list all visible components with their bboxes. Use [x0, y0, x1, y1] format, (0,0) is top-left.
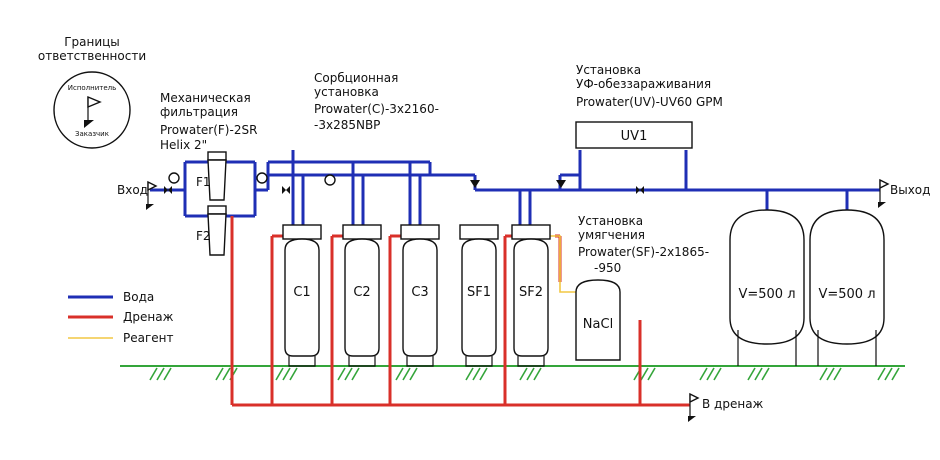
uv-unit-label: UV1	[621, 129, 648, 144]
storage-tank-2: V=500 л	[809, 209, 885, 366]
tank-nacl: NaCl	[575, 279, 621, 361]
uv-label: Установка УФ-обеззараживания Prowater(UV…	[576, 63, 723, 109]
ground-hatch	[640, 367, 649, 381]
line-legend: Вода Дренаж Реагент	[68, 290, 174, 345]
sorption-line2: установка	[314, 85, 379, 99]
softener-line3: Prowater(SF)-2x1865-	[578, 245, 709, 259]
ground-hatch	[402, 367, 411, 381]
legend-drain-label: Дренаж	[123, 310, 174, 324]
ground-hatch	[526, 367, 535, 381]
ground-hatch	[533, 367, 542, 381]
drain-outlet-marker: В дренаж	[688, 392, 764, 422]
tank-c3: C3	[400, 224, 440, 367]
mech-filter-line3: Prowater(F)-2SR	[160, 123, 257, 137]
ground-hatch	[395, 367, 404, 381]
mech-filter-label: Механическая фильтрация Prowater(F)-2SR …	[160, 91, 257, 152]
ground-hatch	[156, 367, 165, 381]
sf2-label: SF2	[519, 285, 543, 300]
reagent-line	[546, 235, 576, 293]
v1-label: V=500 л	[738, 287, 795, 302]
ground-hatch	[282, 367, 291, 381]
nacl-label: NaCl	[583, 317, 613, 332]
ground-hatch	[833, 367, 842, 381]
ground-hatch	[289, 367, 298, 381]
c3-label: C3	[411, 285, 428, 300]
sorption-line1: Сорбционная	[314, 71, 398, 85]
ground-hatch	[647, 367, 656, 381]
ground-hatch	[761, 367, 770, 381]
sorption-line3: Prowater(C)-3x2160-	[314, 102, 439, 116]
sorption-label: Сорбционная установка Prowater(C)-3x2160…	[314, 71, 439, 132]
ground-line	[120, 365, 905, 381]
uv-unit: UV1	[575, 121, 693, 149]
filter-f2: F2	[196, 205, 227, 256]
filter-f1: F1	[196, 151, 227, 201]
uv-line3: Prowater(UV)-UV60 GPM	[576, 95, 723, 109]
ground-hatch	[472, 367, 481, 381]
ground-hatch	[344, 367, 353, 381]
uv-line2: УФ-обеззараживания	[576, 77, 711, 91]
sorption-line4: -3x285NBP	[314, 118, 380, 132]
ground-hatch	[699, 367, 708, 381]
inlet-marker: Вход	[117, 180, 158, 210]
tank-c1: C1	[282, 224, 322, 367]
ground-hatch	[826, 367, 835, 381]
ground-hatch	[215, 367, 224, 381]
ground-hatch	[819, 367, 828, 381]
ground-hatch	[275, 367, 284, 381]
mech-filter-line2: фильтрация	[160, 105, 238, 119]
boundary-flag-icon	[84, 95, 102, 128]
ground-hatch	[706, 367, 715, 381]
uv-line1: Установка	[576, 63, 641, 77]
pressure-gauge-icon	[168, 172, 336, 186]
ground-hatch	[222, 367, 231, 381]
v2-label: V=500 л	[818, 287, 875, 302]
ground-hatch	[479, 367, 488, 381]
storage-tank-1: V=500 л	[729, 209, 805, 366]
mech-filter-line4: Helix 2"	[160, 138, 207, 152]
ground-hatch	[891, 367, 900, 381]
outlet-label: Выход	[890, 183, 930, 197]
boundary-top-label: Исполнитель	[68, 84, 117, 92]
c1-label: C1	[293, 285, 310, 300]
drain-label: В дренаж	[702, 397, 764, 411]
softener-line4: -950	[594, 261, 621, 275]
ground-hatch	[754, 367, 763, 381]
outlet-marker: Выход	[878, 178, 930, 208]
boundary-title-line2: ответственности	[38, 49, 146, 63]
f1-label: F1	[196, 175, 211, 189]
ground-hatch	[351, 367, 360, 381]
boundary-title-line1: Границы	[64, 35, 120, 49]
ground-hatch	[149, 367, 158, 381]
legend-reagent-label: Реагент	[123, 331, 174, 345]
softener-line2: умягчения	[578, 228, 645, 242]
softener-label: Установка умягчения Prowater(SF)-2x1865-…	[578, 214, 709, 275]
ground-hatch	[713, 367, 722, 381]
f2-label: F2	[196, 229, 211, 243]
tank-c2: C2	[342, 224, 382, 367]
ground-hatch	[877, 367, 886, 381]
responsibility-boundary-legend: Границы ответственности Исполнитель Зака…	[38, 35, 146, 149]
legend-water-label: Вода	[123, 290, 154, 304]
softener-line1: Установка	[578, 214, 643, 228]
mech-filter-line1: Механическая	[160, 91, 251, 105]
valve-icon	[164, 180, 644, 194]
ground-hatch	[163, 367, 172, 381]
c2-label: C2	[353, 285, 370, 300]
ground-hatch	[519, 367, 528, 381]
ground-hatch	[465, 367, 474, 381]
tank-sf1: SF1	[459, 224, 499, 367]
ground-hatch	[409, 367, 418, 381]
ground-hatch	[337, 367, 346, 381]
sf1-label: SF1	[467, 285, 491, 300]
boundary-bottom-label: Заказчик	[75, 130, 109, 138]
ground-hatch	[747, 367, 756, 381]
boundary-circle	[53, 71, 131, 149]
ground-hatch	[884, 367, 893, 381]
inlet-label: Вход	[117, 183, 148, 197]
tank-sf2: SF2	[511, 224, 551, 367]
